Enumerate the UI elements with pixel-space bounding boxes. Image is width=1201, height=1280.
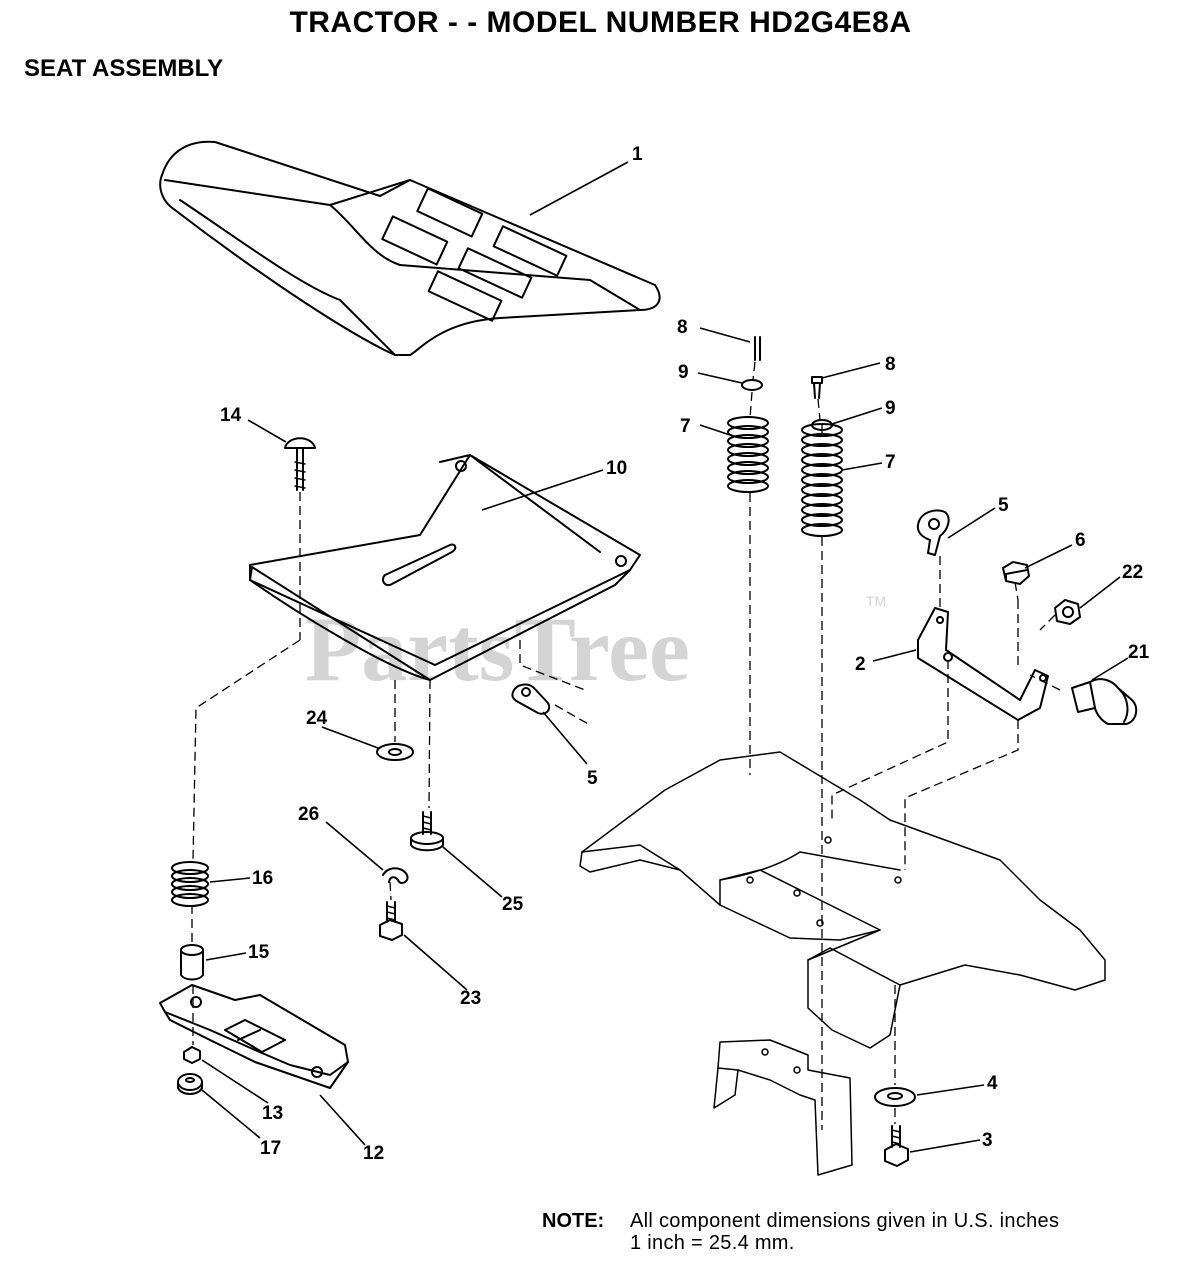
leader-lines [201, 161, 1129, 1153]
part-knob-21 [1071, 678, 1138, 725]
part-bracket [917, 607, 1049, 721]
part-bolt-23 [379, 901, 403, 941]
note-text: All component dimensions given in U.S. i… [630, 1210, 1059, 1254]
callout-9a: 9 [678, 362, 689, 383]
callout-16: 16 [252, 868, 273, 889]
note-label: NOTE: [542, 1210, 605, 1232]
callout-5-lower: 5 [587, 768, 598, 789]
callout-26: 26 [298, 804, 319, 825]
callout-10: 10 [606, 458, 627, 479]
callout-4: 4 [987, 1073, 998, 1094]
callout-13: 13 [262, 1103, 283, 1124]
callout-7a: 7 [680, 416, 691, 437]
page-title: TRACTOR - - MODEL NUMBER HD2G4E8A [289, 6, 912, 39]
callout-12: 12 [363, 1143, 384, 1164]
part-washer-4 [874, 1087, 916, 1107]
part-nut-13 [183, 1046, 201, 1064]
part-bolt-3 [884, 1125, 909, 1167]
part-washer-24 [376, 743, 414, 761]
part-carriage-bolt [284, 437, 316, 491]
part-clip-26 [382, 867, 409, 884]
watermark-tm: TM [866, 593, 886, 609]
callout-1: 1 [632, 144, 643, 165]
callout-2: 2 [855, 654, 866, 675]
part-stud-25 [410, 811, 444, 852]
part-spring-left [727, 416, 769, 493]
callout-22: 22 [1122, 562, 1143, 583]
part-spring-16 [171, 861, 209, 907]
part-plate-12 [159, 984, 349, 1089]
callout-5-upper: 5 [998, 495, 1009, 516]
part-pin-left [754, 336, 761, 361]
callout-15: 15 [248, 942, 270, 963]
part-seat [159, 140, 661, 356]
callout-6: 6 [1075, 530, 1086, 551]
assembly-lines [191, 361, 1061, 1130]
note-line-2: 1 inch = 25.4 mm. [630, 1232, 795, 1254]
part-washer-left [741, 379, 763, 391]
watermark: PartsTree [305, 598, 690, 700]
callout-24: 24 [306, 708, 328, 729]
part-spring-right [801, 423, 843, 537]
callout-9b: 9 [885, 398, 896, 419]
part-nut-6 [1002, 561, 1030, 585]
section-title: SEAT ASSEMBLY [24, 55, 224, 82]
part-knob-lower [511, 683, 551, 715]
part-tractor-frame [579, 751, 1106, 1176]
callout-25: 25 [502, 894, 524, 915]
part-washer-17 [177, 1073, 203, 1095]
callout-14: 14 [220, 405, 242, 426]
note-line-1: All component dimensions given in U.S. i… [630, 1210, 1060, 1232]
callout-3: 3 [982, 1130, 993, 1151]
part-bushing-15 [180, 944, 204, 981]
callout-8a: 8 [677, 317, 688, 338]
dimension-note: NOTE: All component dimensions given in U… [542, 1210, 1059, 1254]
part-nut-22 [1054, 599, 1081, 625]
callout-17: 17 [260, 1138, 281, 1159]
callout-7b: 7 [885, 452, 896, 473]
part-knob-upper [916, 509, 950, 556]
callout-23: 23 [460, 988, 481, 1009]
callout-8b: 8 [885, 354, 896, 375]
callout-21: 21 [1128, 642, 1150, 663]
part-pin-right [811, 376, 823, 399]
